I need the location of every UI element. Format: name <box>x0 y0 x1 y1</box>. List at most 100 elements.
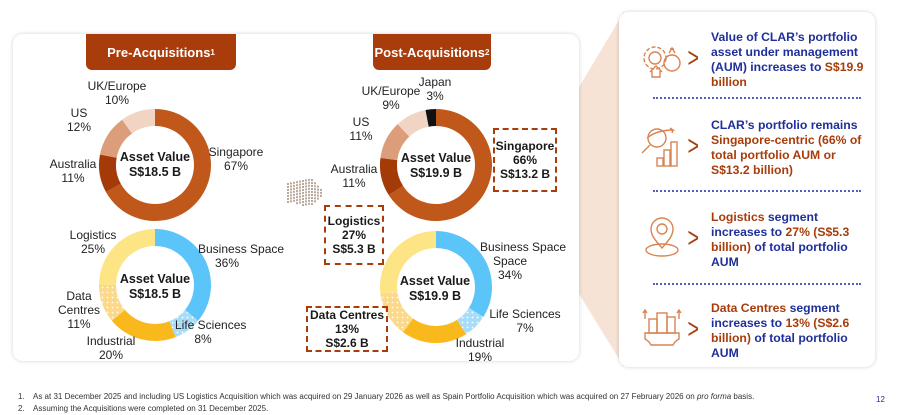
arrow-dot <box>293 187 295 190</box>
summary-text-part: segment increases to <box>711 301 840 330</box>
arrow-dot <box>308 202 310 205</box>
arrow-dot <box>290 197 292 200</box>
slice-pattern <box>456 307 484 335</box>
arrow-dot <box>302 204 304 206</box>
slice-us <box>99 119 133 158</box>
slice-pattern <box>169 309 199 338</box>
slice-australia <box>380 157 404 196</box>
arrow-dot <box>305 197 307 200</box>
arrow-dot <box>308 190 310 193</box>
arrow-dot <box>314 182 316 185</box>
summary-item-aum: > Value of CLAR’s portfolio asset under … <box>619 30 875 90</box>
arrow-dot <box>290 188 292 191</box>
arrow-dot <box>317 194 319 197</box>
arrow-dot <box>290 185 292 188</box>
arrow-dot <box>287 186 289 188</box>
highlight-text: 13% (S$2.6 billion) <box>711 316 850 345</box>
arrow-dot <box>299 198 301 201</box>
footnote-1: 1.As at 31 December 2025 and including U… <box>18 392 755 401</box>
slice-uk-europe <box>397 109 429 137</box>
highlight-text: Singapore-centric (66% of total portfoli… <box>711 133 862 177</box>
divider <box>653 283 861 285</box>
center-value: S$19.9 B <box>408 289 462 303</box>
arrow-dot <box>311 194 313 196</box>
arrow-dot <box>302 180 304 182</box>
center-label: Asset Value <box>400 151 472 165</box>
arrow-dot <box>317 188 319 191</box>
center-label: Asset Value <box>399 274 471 288</box>
slice-logistics <box>99 229 155 285</box>
slice-singapore <box>105 109 211 221</box>
highlight-text: S$19.9 billion <box>711 60 864 89</box>
footnote-ref: 2 <box>485 47 490 57</box>
summary-item-logistics: > Logistics segment increases to 27% (S$… <box>619 210 875 270</box>
arrow-dot <box>308 181 310 184</box>
divider <box>653 190 861 192</box>
arrow-dot <box>296 202 298 205</box>
arrow-dot <box>299 183 301 186</box>
arrow-dot <box>293 199 295 202</box>
arrow-dot <box>317 197 319 200</box>
arrow-dot <box>305 191 307 194</box>
slice-industrial <box>111 309 176 341</box>
arrow-dot <box>293 196 295 199</box>
arrow-dot <box>290 200 292 203</box>
arrow-dot <box>296 196 298 199</box>
arrow-dot <box>314 191 316 194</box>
summary-text-part: of total portfolio AUM <box>711 240 848 269</box>
donut-pre-segment <box>99 229 211 341</box>
chevron-right-icon: > <box>687 42 699 73</box>
center-value: S$18.5 B <box>128 165 182 179</box>
donut-center-pre-segment: Asset Value S$18.5 B <box>105 272 205 302</box>
arrow-dot <box>293 184 295 187</box>
arrow-dot <box>320 191 322 194</box>
gear-money-house-icon <box>643 46 681 78</box>
slice-pattern <box>380 291 414 333</box>
slice-logistics <box>380 231 436 295</box>
arrow-dot <box>296 187 298 190</box>
center-value: S$19.9 B <box>409 166 463 180</box>
arrow-dot <box>305 185 307 188</box>
slice-australia <box>98 154 121 192</box>
arrow-dot <box>299 195 301 198</box>
arrow-dot <box>293 181 295 184</box>
summary-text: Logistics segment increases to 27% (S$5.… <box>711 210 871 270</box>
arrow-dot <box>296 193 298 196</box>
arrow-dot <box>311 191 313 193</box>
arrow-dot <box>293 193 295 196</box>
donut-post-geography <box>380 109 493 222</box>
arrow-dot <box>305 188 307 191</box>
arrow-dot <box>299 180 301 183</box>
post-acquisitions-title: Post-Acquisitions <box>374 44 486 60</box>
arrow-dot <box>302 192 304 194</box>
slice-business-space <box>155 229 211 321</box>
slice-japan <box>425 109 436 127</box>
arrow-dot <box>308 178 310 181</box>
slice-pattern <box>99 285 125 321</box>
arrow-dot <box>308 187 310 190</box>
arrow-dot <box>296 181 298 184</box>
arrow-dot <box>302 189 304 191</box>
arrow-dot <box>308 193 310 196</box>
magnifier-chart-icon <box>641 127 678 167</box>
donut-center-post-geography: Asset Value S$19.9 B <box>386 151 486 181</box>
arrow-dot <box>305 179 307 182</box>
arrow-dot <box>311 197 313 199</box>
arrow-dot <box>311 188 313 190</box>
summary-item-data-centres: > Data Centres segment increases to 13% … <box>619 301 875 361</box>
arrow-dot <box>302 195 304 197</box>
page-number: 12 <box>876 395 885 404</box>
arrow-dot <box>287 201 289 203</box>
arrow-dot <box>296 184 298 187</box>
